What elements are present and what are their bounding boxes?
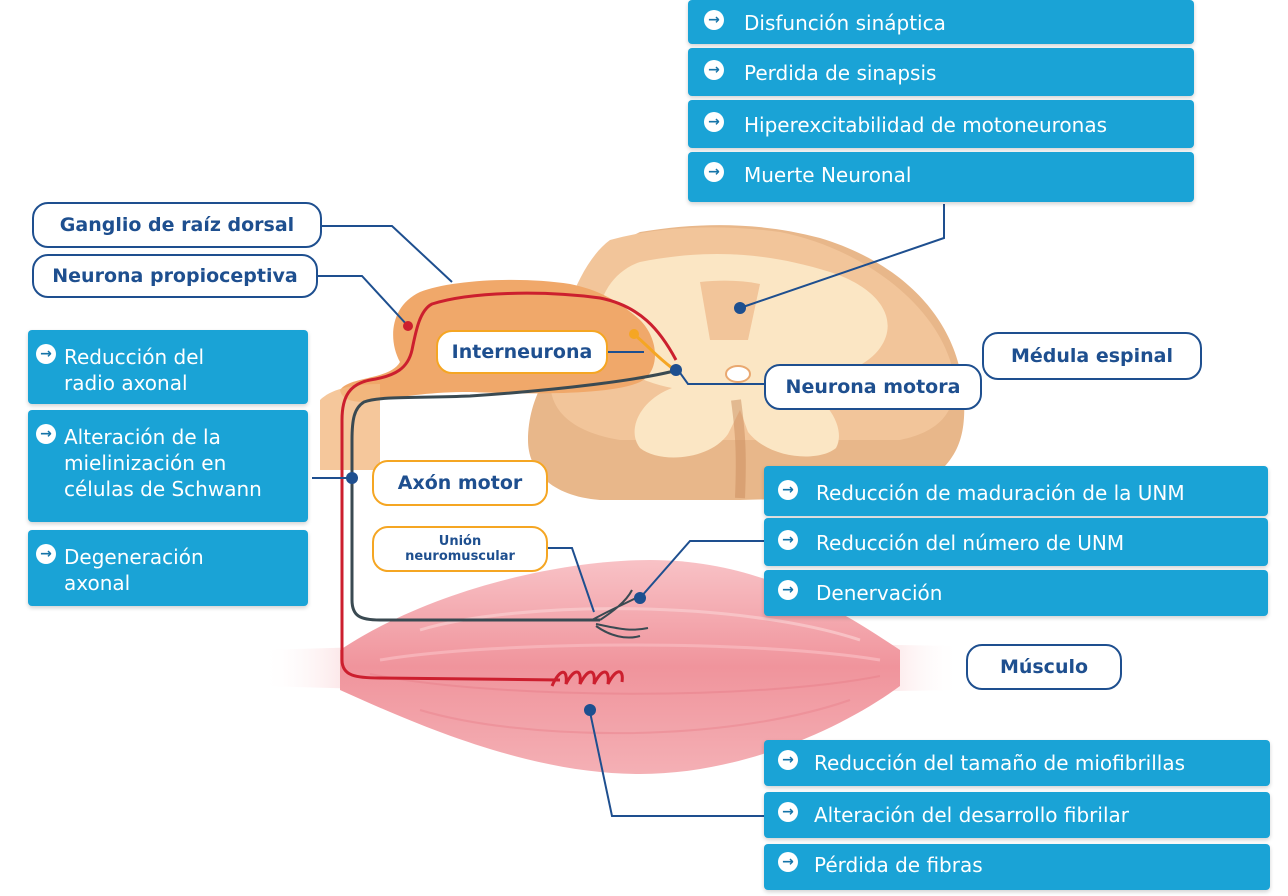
arrow-right-icon: → [36,544,56,564]
box-label: Disfunción sináptica [744,11,946,35]
box-label: Reducción de maduración de la UNM [816,481,1185,505]
synapse-box-2: → Perdida de sinapsis [688,48,1194,96]
axon-box-3: → Degeneración axonal [28,530,308,606]
arrow-right-icon: → [778,480,798,500]
arrow-right-icon: → [704,112,724,132]
muscle-box-3: → Pérdida de fibras [764,844,1270,890]
motor-nerve-path [350,368,679,622]
muscle-box-2: → Alteración del desarrollo fibrilar [764,792,1270,838]
neuromuscular-junction-terminal [591,589,649,639]
proprioceptive-dot [403,321,413,331]
box-label: Denervación [816,581,943,605]
box-label: Degeneración axonal [64,545,204,595]
arrow-right-icon: → [704,60,724,80]
synapse-box-1: → Disfunción sináptica [688,0,1194,44]
sensory-nerve-path [340,291,678,682]
label-spinal-cord: Médula espinal [982,332,1202,380]
nmj-box-1: → Reducción de maduración de la UNM [764,466,1268,516]
label-motor-axon: Axón motor [372,460,548,506]
arrow-right-icon: → [778,750,798,770]
box-label: Reducción del radio axonal [64,345,205,395]
arrow-right-icon: → [778,852,798,872]
box-label: Alteración de la mielinización en célula… [64,425,262,501]
nmj-box-3: → Denervación [764,570,1268,616]
box-label: Alteración del desarrollo fibrilar [814,803,1129,827]
arrow-right-icon: → [778,802,798,822]
label-motor-neuron: Neurona motora [764,364,982,410]
label-proprioceptive-neuron: Neurona propioceptiva [32,254,318,298]
muscle-shape [262,560,960,774]
label-nmj-line2: neuromuscular [405,549,515,564]
box-label: Perdida de sinapsis [744,61,937,85]
arrow-right-icon: → [36,344,56,364]
interneuron-path [635,334,673,370]
label-interneuron: Interneurona [436,330,608,374]
synapse-box-4: → Muerte Neuronal [688,152,1194,202]
arrow-right-icon: → [778,530,798,550]
box-label: Reducción del tamaño de miofibrillas [814,751,1186,775]
axon-box-2: → Alteración de la mielinización en célul… [28,410,308,522]
box-label: Hiperexcitabilidad de motoneuronas [744,113,1108,137]
nmj-box-2: → Reducción del número de UNM [764,518,1268,566]
box-label: Reducción del número de UNM [816,531,1125,555]
sensory-nerve-ending [550,670,624,687]
label-muscle: Músculo [966,644,1122,690]
box-label: Muerte Neuronal [744,163,912,187]
label-ganglion: Ganglio de raíz dorsal [32,202,322,248]
arrow-right-icon: → [778,580,798,600]
axon-box-1: → Reducción del radio axonal [28,330,308,404]
label-neuromuscular-junction: Unión neuromuscular [372,526,548,572]
interneuron-dot [629,329,639,339]
leader-lines [312,204,945,817]
label-nmj-line1: Unión [438,534,482,549]
arrow-right-icon: → [704,162,724,182]
leader-dots [346,302,746,716]
arrow-right-icon: → [36,424,56,444]
muscle-box-1: → Reducción del tamaño de miofibrillas [764,740,1270,786]
arrow-right-icon: → [704,10,724,30]
box-label: Pérdida de fibras [814,853,983,877]
synapse-box-3: → Hiperexcitabilidad de motoneuronas [688,100,1194,148]
